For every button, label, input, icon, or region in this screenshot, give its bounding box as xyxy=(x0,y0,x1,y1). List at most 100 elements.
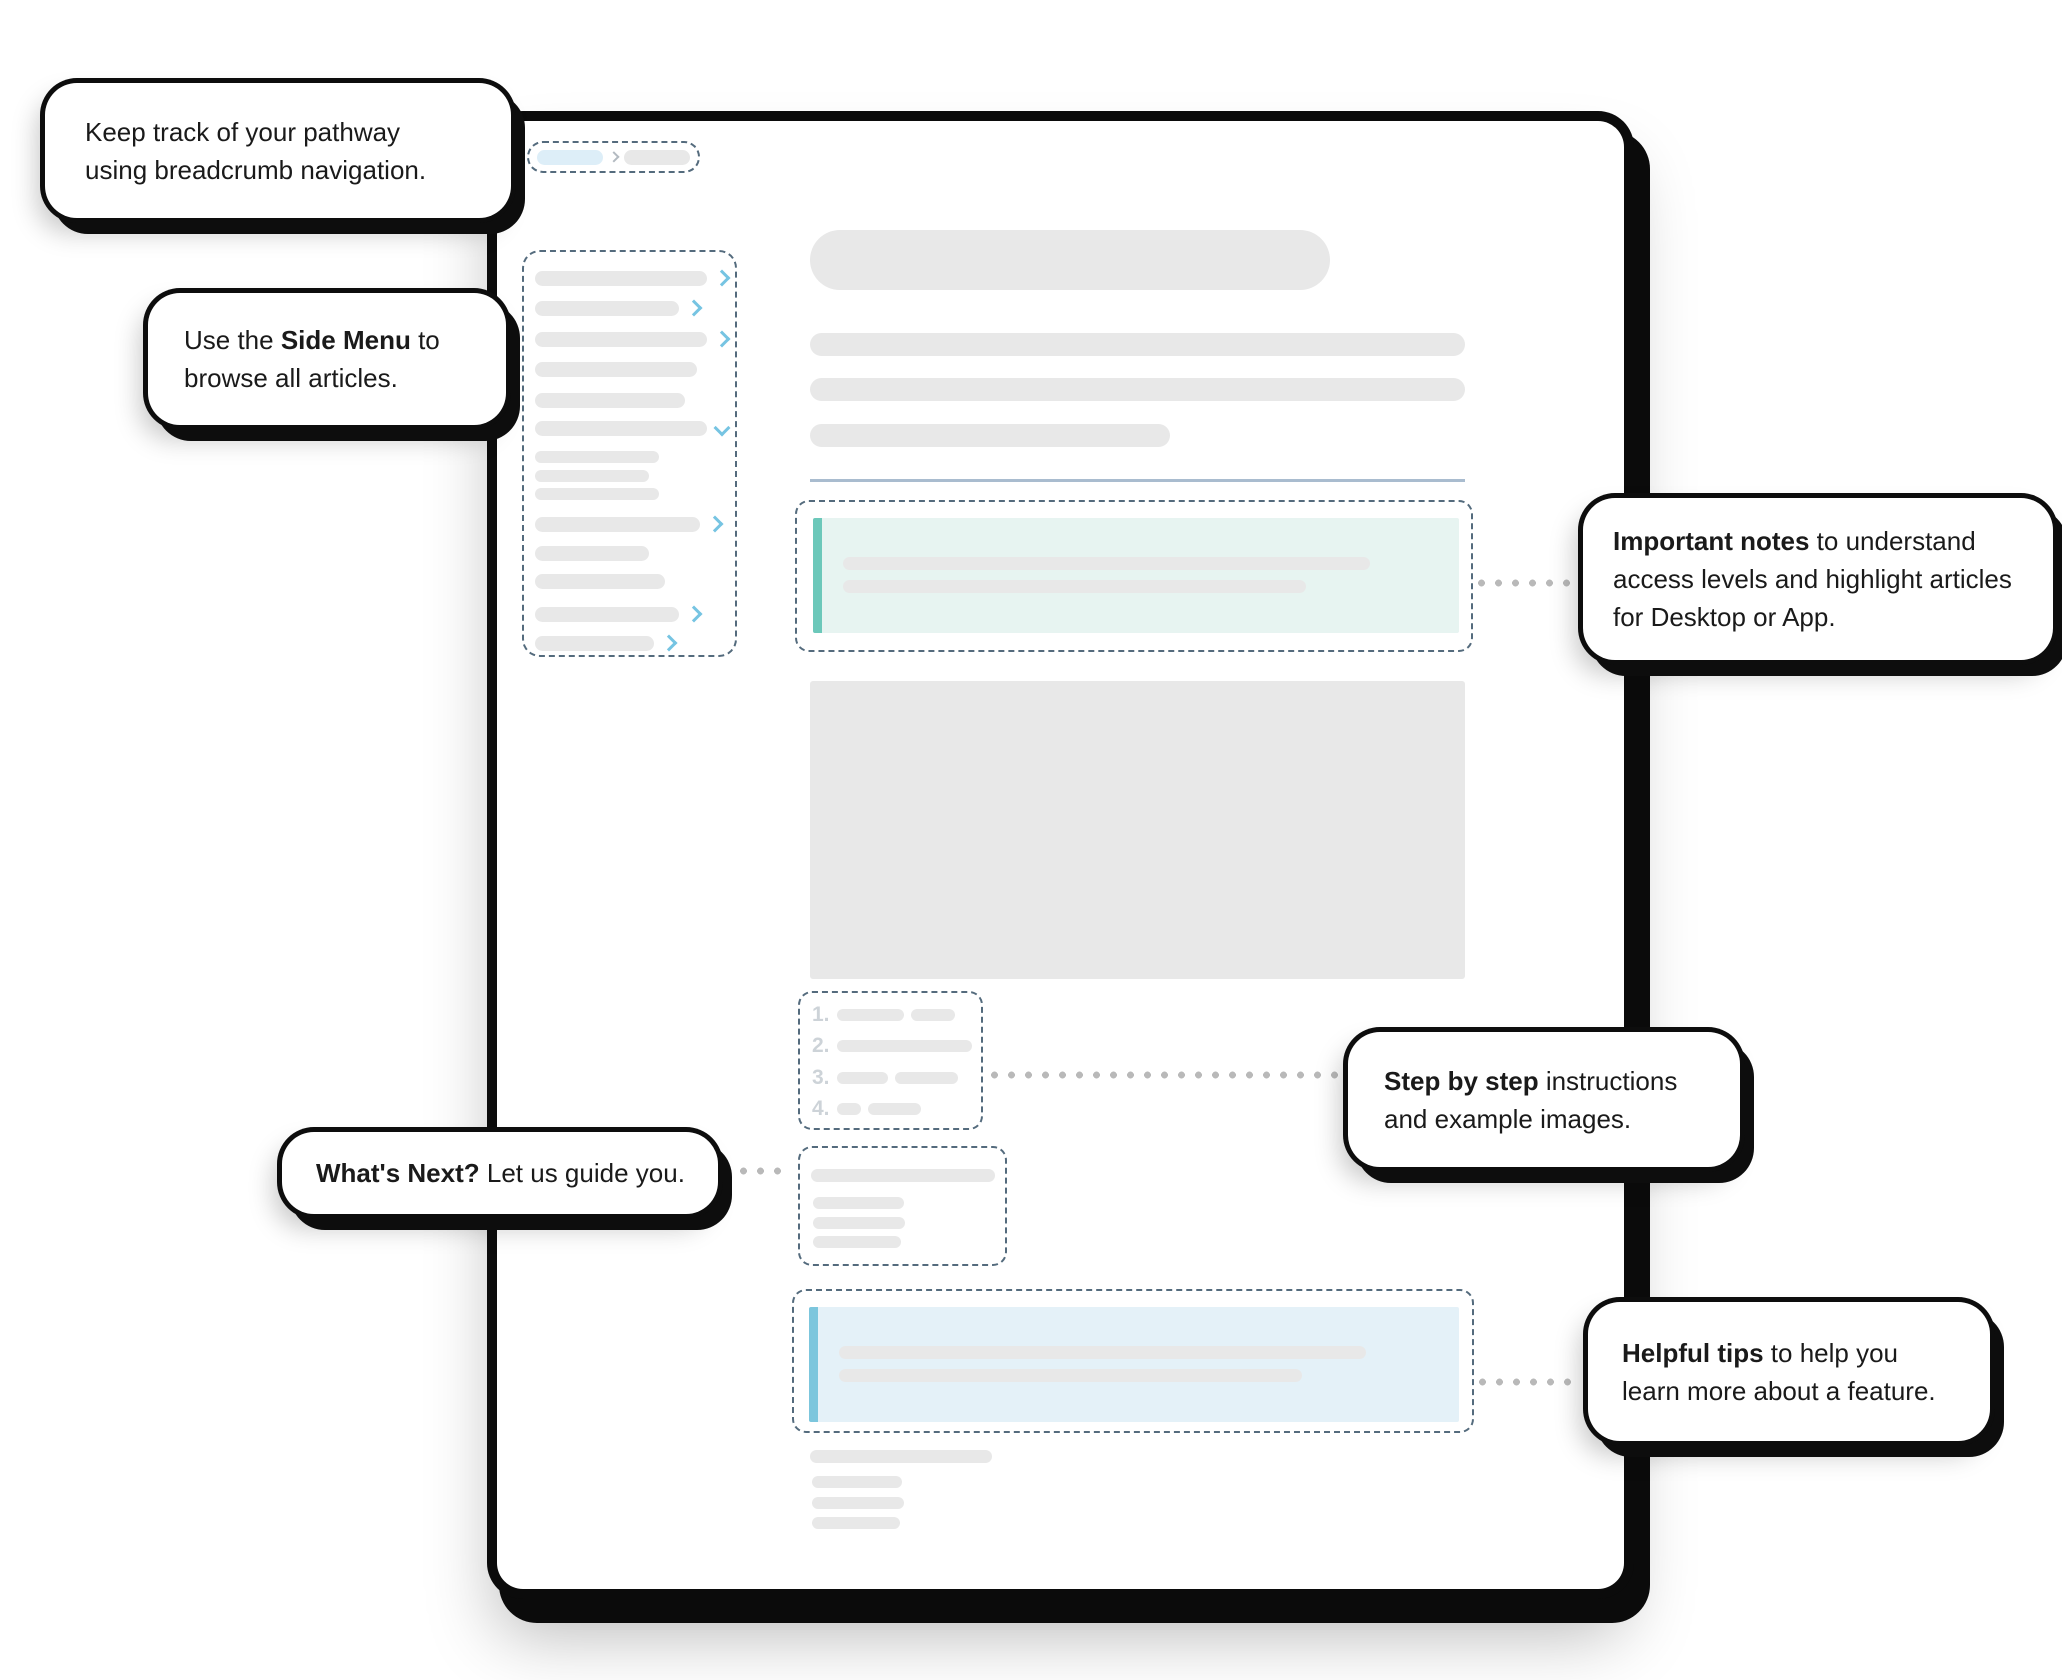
connector-important-notes xyxy=(1477,579,1579,587)
side-menu-item xyxy=(535,361,697,377)
callout-text-line: for Desktop or App. xyxy=(1613,602,1836,632)
chevron-right-icon xyxy=(660,634,678,652)
step-text-placeholder xyxy=(836,1040,972,1052)
help-article-page: 1. 2. 3. 4. xyxy=(497,121,1624,1589)
callout-side-menu: Use the Side Menu to browse all articles. xyxy=(148,293,506,425)
footer-heading-placeholder xyxy=(810,1450,992,1463)
side-menu-item xyxy=(535,573,665,589)
side-menu-item xyxy=(535,449,659,465)
side-menu xyxy=(522,250,737,657)
tip-block xyxy=(809,1307,1459,1422)
heading-placeholder xyxy=(811,1169,995,1182)
chevron-right-icon xyxy=(713,330,731,348)
side-menu-item xyxy=(535,486,659,502)
step-text-placeholder xyxy=(836,1072,888,1084)
step-text-placeholder xyxy=(894,1072,958,1084)
menu-item-placeholder xyxy=(535,516,700,532)
menu-item-placeholder xyxy=(535,606,679,622)
helpful-tip-highlight xyxy=(792,1289,1474,1433)
callout-important-notes: Important notes to understand access leve… xyxy=(1583,498,2053,660)
callout-text-line: Important notes to understand xyxy=(1613,526,1976,556)
step-number: 1. xyxy=(812,1003,830,1026)
connector-step-by-step xyxy=(990,1071,1347,1079)
menu-item-placeholder xyxy=(535,451,659,463)
paragraph-placeholder xyxy=(810,333,1465,356)
breadcrumb-item-current-section xyxy=(537,149,603,165)
menu-item-placeholder xyxy=(535,331,707,347)
side-menu-item xyxy=(535,634,678,652)
article-image-placeholder xyxy=(810,681,1465,979)
side-menu-item xyxy=(535,468,649,484)
callout-text-line: Step by step instructions xyxy=(1384,1065,1678,1096)
breadcrumb-item-article xyxy=(624,149,690,165)
step-text-placeholder xyxy=(910,1009,955,1021)
paragraph-placeholder xyxy=(810,378,1465,401)
callout-text-line: What's Next? Let us guide you. xyxy=(316,1158,685,1188)
chevron-right-icon xyxy=(713,269,731,287)
menu-item-placeholder xyxy=(535,420,707,436)
link-placeholder xyxy=(813,1217,905,1229)
callout-text-line: Use the Side Menu to xyxy=(184,325,440,355)
callout-whats-next: What's Next? Let us guide you. xyxy=(282,1132,718,1214)
menu-item-placeholder xyxy=(535,470,649,482)
numbered-step: 2. xyxy=(812,1034,972,1057)
whats-next-block xyxy=(798,1146,1007,1266)
important-note-highlight xyxy=(795,500,1473,652)
menu-item-placeholder xyxy=(535,488,659,500)
menu-item-placeholder xyxy=(535,300,679,316)
callout-helpful-tips: Helpful tips to help you learn more about… xyxy=(1588,1302,1990,1441)
section-divider xyxy=(810,479,1465,482)
step-text-placeholder xyxy=(836,1103,861,1115)
step-number: 2. xyxy=(812,1034,830,1057)
step-number: 3. xyxy=(812,1066,830,1089)
footer-link-placeholder xyxy=(812,1476,902,1488)
menu-item-placeholder xyxy=(535,361,697,377)
side-menu-item xyxy=(535,515,724,533)
side-menu-item xyxy=(535,605,703,623)
numbered-step: 1. xyxy=(812,1003,955,1026)
side-menu-item xyxy=(535,330,731,348)
chevron-right-icon xyxy=(607,151,620,163)
chevron-right-icon xyxy=(685,605,703,623)
callout-text-line: Keep track of your pathway xyxy=(85,116,401,147)
paragraph-placeholder xyxy=(810,424,1170,447)
note-text-placeholder xyxy=(843,557,1370,570)
numbered-step: 3. xyxy=(812,1066,958,1089)
connector-helpful-tips xyxy=(1478,1378,1580,1386)
callout-text-line: access levels and highlight articles xyxy=(1613,564,2012,594)
side-menu-item xyxy=(535,419,731,437)
callout-text-line: browse all articles. xyxy=(184,363,398,393)
side-menu-item xyxy=(535,299,703,317)
callout-breadcrumb: Keep track of your pathway using breadcru… xyxy=(45,83,511,218)
link-placeholder xyxy=(813,1236,901,1248)
side-menu-item xyxy=(535,545,649,561)
numbered-step: 4. xyxy=(812,1097,921,1120)
footer-link-placeholder xyxy=(812,1497,904,1509)
footer-link-placeholder xyxy=(812,1517,900,1529)
callout-text-line: and example images. xyxy=(1384,1103,1632,1134)
chevron-down-icon xyxy=(713,419,731,437)
tip-text-placeholder xyxy=(839,1346,1366,1359)
callout-step-by-step: Step by step instructions and example ima… xyxy=(1348,1032,1740,1167)
breadcrumb xyxy=(527,141,700,173)
step-text-placeholder xyxy=(836,1009,904,1021)
note-text-placeholder xyxy=(843,580,1306,593)
connector-whats-next xyxy=(722,1167,790,1175)
menu-item-placeholder xyxy=(535,635,654,651)
menu-item-placeholder xyxy=(535,545,649,561)
step-number: 4. xyxy=(812,1097,830,1120)
menu-item-placeholder xyxy=(535,270,707,286)
tip-text-placeholder xyxy=(839,1369,1302,1382)
numbered-steps: 1. 2. 3. 4. xyxy=(798,991,983,1130)
menu-item-placeholder xyxy=(535,573,665,589)
chevron-right-icon xyxy=(685,299,703,317)
side-menu-item xyxy=(535,392,685,408)
menu-item-placeholder xyxy=(535,392,685,408)
link-placeholder xyxy=(813,1197,904,1209)
callout-text-line: learn more about a feature. xyxy=(1622,1375,1936,1406)
note-block xyxy=(813,518,1459,633)
callout-text-line: using breadcrumb navigation. xyxy=(85,154,427,185)
callout-text-line: Helpful tips to help you xyxy=(1622,1337,1898,1368)
side-menu-item xyxy=(535,269,731,287)
